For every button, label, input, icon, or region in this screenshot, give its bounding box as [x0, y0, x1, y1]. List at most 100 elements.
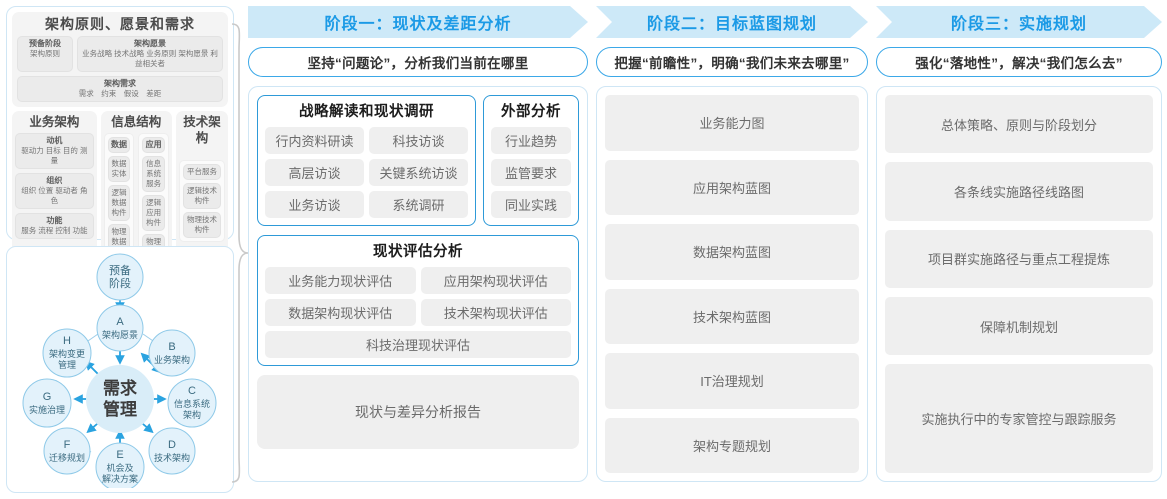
connector-brace: [231, 23, 249, 483]
physical-technology-component-label: 物理技术构件: [186, 215, 217, 234]
adm-node-d: [148, 427, 196, 475]
list-item[interactable]: 保障机制规划: [885, 296, 1153, 356]
architecture-principles-group: 架构原则、愿景和需求 预备阶段 架构原则 架构愿景 业务战略 技术战略 业务原则…: [12, 12, 228, 107]
list-item[interactable]: 业务能力图: [605, 95, 859, 151]
adm-node-f-letter: F: [64, 439, 71, 451]
motivation-title: 动机: [46, 136, 63, 145]
list-item[interactable]: 高层访谈: [265, 159, 364, 186]
architecture-vision-title: 架构愿景: [134, 39, 166, 48]
adm-node-c-label-2: 架构: [183, 409, 201, 420]
list-item[interactable]: 行内资料研读: [265, 127, 364, 154]
external-analysis-card[interactable]: 外部分析 行业趋势 监管要求 同业实践: [483, 95, 579, 226]
organization-title: 组织: [46, 176, 63, 185]
application-head-label: 应用: [145, 140, 162, 149]
adm-node-h: [42, 328, 92, 378]
list-item[interactable]: 业务能力现状评估: [265, 267, 416, 294]
adm-node-e: [95, 442, 145, 488]
adm-node-c-label-1: 信息系统: [174, 398, 210, 409]
strategy-research-title: 战略解读和现状调研: [299, 104, 434, 120]
adm-cycle-card: 需求 管理 预备 阶段 A 架构愿景 B 业务架构 C 信息系统 架构: [6, 246, 234, 493]
list-item[interactable]: 监管要求: [491, 159, 571, 186]
list-item[interactable]: 架构专题规划: [605, 417, 859, 473]
adm-node-e-label-2: 解决方案: [102, 473, 138, 484]
adm-node-g: [22, 378, 72, 428]
adm-node-g-label: 实施治理: [29, 404, 65, 415]
adm-cycle-diagram: 需求 管理 预备 阶段 A 架构愿景 B 业务架构 C 信息系统 架构: [22, 253, 217, 488]
current-state-assessment-title: 现状评估分析: [373, 244, 463, 260]
list-item[interactable]: 数据架构现状评估: [265, 299, 416, 326]
list-item[interactable]: 技术架构蓝图: [605, 288, 859, 344]
adm-node-e-letter: E: [116, 449, 123, 461]
list-item[interactable]: 应用架构现状评估: [420, 267, 571, 294]
list-item[interactable]: 各条线实施路径线路图: [885, 162, 1153, 221]
list-item[interactable]: 关键系统访谈: [369, 159, 468, 186]
adm-node-h-label-2: 管理: [58, 359, 76, 370]
phase-2-banner: 阶段二：目标蓝图规划: [596, 6, 868, 38]
business-architecture-group: 业务架构 动机 驱动力 目标 目的 测量 组织 组织 位置 驱动者 角色 功能: [12, 111, 97, 277]
physical-technology-component-box: 物理技术构件: [182, 212, 221, 238]
phase-1-banner: 阶段一：现状及差距分析: [248, 6, 588, 38]
strategy-research-card[interactable]: 战略解读和现状调研 行内资料研读 科技访谈 高层访谈 关键系统访谈 业务访谈 系…: [257, 95, 476, 226]
list-item[interactable]: 数据架构蓝图: [605, 224, 859, 280]
adm-node-a-letter: A: [116, 316, 124, 328]
adm-center-circle: [86, 365, 154, 433]
list-item[interactable]: 项目群实施路径与重点工程提炼: [885, 229, 1153, 288]
adm-node-h-letter: H: [63, 335, 71, 347]
data-head-box: 数据: [107, 137, 131, 153]
phase-2-panel: 业务能力图 应用架构蓝图 数据架构蓝图 技术架构蓝图 IT治理规划 架构专题规划: [596, 86, 868, 482]
logical-application-component-box: 逻辑应用构件: [142, 195, 165, 231]
adm-node-h-label-1: 架构变更: [49, 348, 85, 359]
list-item[interactable]: 实施执行中的专家管控与跟踪服务: [885, 364, 1153, 473]
adm-node-b-letter: B: [168, 341, 175, 353]
organization-sub: 组织 位置 驱动者 角色: [21, 186, 88, 205]
current-state-assessment-card[interactable]: 现状评估分析 业务能力现状评估 应用架构现状评估 数据架构现状评估 技术架构现状…: [257, 235, 579, 366]
adm-center-line1: 需求: [103, 378, 137, 398]
architecture-vision-box: 架构愿景 业务战略 技术战略 业务原则 架构愿景 利益相关者: [77, 36, 223, 72]
list-item[interactable]: 应用架构蓝图: [605, 159, 859, 215]
adm-node-b: [148, 329, 196, 377]
adm-node-preliminary: [96, 253, 144, 301]
list-item[interactable]: 总体策略、原则与阶段划分: [885, 95, 1153, 154]
current-state-assessment-items: 业务能力现状评估 应用架构现状评估 数据架构现状评估 技术架构现状评估: [265, 267, 571, 326]
function-sub: 服务 流程 控制 功能: [21, 226, 88, 235]
phase-2-column: 阶段二：目标蓝图规划 把握“前瞻性”，明确“我们未来去哪里” 业务能力图 应用架…: [596, 6, 868, 482]
list-item[interactable]: 业务访谈: [265, 191, 364, 218]
application-head-box: 应用: [142, 137, 165, 153]
gap-analysis-report-box[interactable]: 现状与差异分析报告: [257, 375, 579, 449]
function-box: 功能 服务 流程 控制 功能: [15, 213, 94, 239]
phase-2-subtitle: 把握“前瞻性”，明确“我们未来去哪里”: [596, 47, 868, 77]
data-head-label: 数据: [111, 140, 127, 149]
logical-technology-component-label: 逻辑技术构件: [186, 186, 217, 205]
adm-node-a: [96, 304, 144, 352]
phase-1-subtitle: 坚持“问题论”，分析我们当前在哪里: [248, 47, 588, 77]
platform-service-box: 平台服务: [182, 164, 221, 180]
organization-box: 组织 组织 位置 驱动者 角色: [15, 173, 94, 209]
list-item[interactable]: 行业趋势: [491, 127, 571, 154]
architecture-requirements-title: 架构需求: [104, 79, 136, 88]
phase-1-panel: 战略解读和现状调研 行内资料研读 科技访谈 高层访谈 关键系统访谈 业务访谈 系…: [248, 86, 588, 482]
phase-1-top-row: 战略解读和现状调研 行内资料研读 科技访谈 高层访谈 关键系统访谈 业务访谈 系…: [257, 95, 579, 226]
adm-node-b-label: 业务架构: [154, 354, 190, 365]
list-item[interactable]: 系统调研: [369, 191, 468, 218]
list-item[interactable]: 技术架构现状评估: [420, 299, 571, 326]
information-system-service-box: 信息系统服务: [142, 156, 165, 192]
list-item[interactable]: 同业实践: [491, 191, 571, 218]
strategy-research-items: 行内资料研读 科技访谈 高层访谈 关键系统访谈 业务访谈 系统调研: [265, 127, 468, 218]
list-item[interactable]: 科技访谈: [369, 127, 468, 154]
architecture-requirements-box: 架构需求 需求 约束 假设 差距: [17, 76, 223, 102]
preliminary-phase-title: 预备阶段: [29, 39, 61, 48]
list-item[interactable]: 科技治理现状评估: [265, 331, 571, 358]
logical-technology-component-box: 逻辑技术构件: [182, 183, 221, 209]
left-column: 架构原则、愿景和需求 预备阶段 架构原则 架构愿景 业务战略 技术战略 业务原则…: [6, 6, 234, 493]
list-item[interactable]: IT治理规划: [605, 353, 859, 409]
preliminary-phase-box: 预备阶段 架构原则: [17, 36, 73, 72]
adm-node-g-letter: G: [43, 391, 52, 403]
phase-1-column: 阶段一：现状及差距分析 坚持“问题论”，分析我们当前在哪里 战略解读和现状调研 …: [248, 6, 588, 482]
phase-3-banner: 阶段三：实施规划: [876, 6, 1162, 38]
logical-data-component-box: 逻辑数据构件: [107, 185, 131, 221]
data-entity-box: 数据实体: [107, 156, 131, 182]
adm-node-a-label: 架构愿景: [102, 329, 138, 340]
motivation-sub: 驱动力 目标 目的 测量: [21, 146, 88, 165]
platform-service-label: 平台服务: [186, 167, 217, 176]
